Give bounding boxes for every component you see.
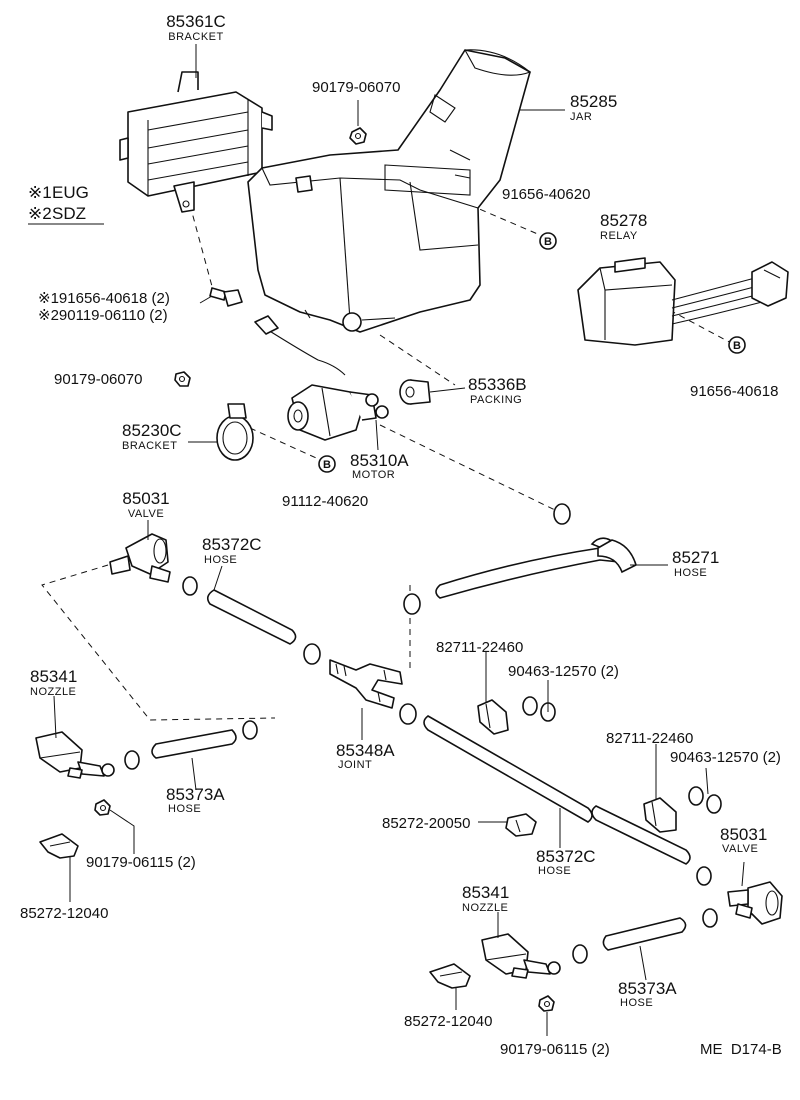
legend-mark-1: ※1 <box>28 183 52 202</box>
label-85336b-name: PACKING <box>470 394 522 406</box>
valve-85031-right[interactable] <box>696 866 783 928</box>
label-85341-right: 85341 <box>462 883 509 902</box>
clip-82711-a[interactable] <box>477 696 556 735</box>
label-85372c-right: 85372C <box>536 847 596 866</box>
label-85031-left-name: VALVE <box>128 508 164 520</box>
label-85031-right: 85031 <box>720 825 767 844</box>
label-bolt-jar: 91656-40620 <box>502 186 590 203</box>
svg-text:B: B <box>733 340 741 352</box>
label-85348a-name: JOINT <box>338 759 372 771</box>
label-clip-nozzle-left: 85272-12040 <box>20 905 108 922</box>
label-85278-name: RELAY <box>600 230 638 242</box>
label-clip-nozzle-right: 85272-12040 <box>404 1013 492 1030</box>
label-85278: 85278 <box>600 211 647 230</box>
nut-top[interactable] <box>349 100 367 145</box>
label-85285-name: JAR <box>570 111 592 123</box>
bolt-marker-jar: B <box>539 232 557 250</box>
label-85310a-name: MOTOR <box>352 469 395 481</box>
valve-85031-left[interactable] <box>109 533 171 583</box>
label-clamp-a: 90463-12570 (2) <box>508 663 619 680</box>
motor-85310a[interactable] <box>254 315 389 451</box>
label-85271-name: HOSE <box>674 567 707 579</box>
bracket-85230c[interactable] <box>216 403 254 461</box>
label-85285: 85285 <box>570 92 617 111</box>
legend-mark-2: ※2 <box>28 204 52 223</box>
svg-text:B: B <box>323 459 331 471</box>
label-clip-mid: 85272-20050 <box>382 815 470 832</box>
label-clamp-b: 90463-12570 (2) <box>670 749 781 766</box>
label-85341-left: 85341 <box>30 667 77 686</box>
label-nut-left: 90179-06070 <box>54 371 142 388</box>
label-85230c: 85230C <box>122 421 182 440</box>
label-85336b: 85336B <box>468 375 527 394</box>
label-85372c-right-name: HOSE <box>538 865 571 877</box>
clip-85272-20050[interactable] <box>478 813 537 837</box>
variant-legend: ※1 EUG ※2 SDZ <box>28 183 104 225</box>
label-85031-right-name: VALVE <box>722 843 758 855</box>
label-clip-b: 82711-22460 <box>606 730 693 747</box>
label-85230c-name: BRACKET <box>122 440 177 452</box>
svg-text:B: B <box>544 236 552 248</box>
nut-left[interactable] <box>174 371 191 387</box>
label-bolt-var1: ※191656-40618 (2) <box>38 290 170 307</box>
bolt-bracket[interactable] <box>209 287 243 307</box>
label-bolt-motor: 91112-40620 <box>282 493 368 510</box>
label-nut-nozzle-left: 90179-06115 (2) <box>86 854 196 871</box>
packing-85336b[interactable] <box>399 379 431 405</box>
nut-nozzle-left[interactable] <box>94 799 135 854</box>
label-85271: 85271 <box>672 548 719 567</box>
label-85361c: 85361C <box>166 12 226 31</box>
clamp-set-upper[interactable] <box>182 503 571 665</box>
relay-85278[interactable] <box>577 257 789 346</box>
label-85310a: 85310A <box>350 451 409 470</box>
label-85031-left: 85031 <box>122 489 169 508</box>
legend-text-2: SDZ <box>52 204 86 223</box>
label-85373a-right: 85373A <box>618 979 677 998</box>
bracket-85361c[interactable] <box>119 71 273 213</box>
hose-85372c-right[interactable] <box>399 703 691 865</box>
label-clip-a: 82711-22460 <box>436 639 523 656</box>
clip-82711-b[interactable] <box>643 786 722 833</box>
part-labels: 85361C BRACKET 90179-06070 85285 JAR 916… <box>20 12 782 1058</box>
label-85373a-left-name: HOSE <box>168 803 201 815</box>
joint-85348a[interactable] <box>329 659 403 709</box>
label-85373a-right-name: HOSE <box>620 997 653 1009</box>
hose-85372c-left[interactable] <box>206 589 297 645</box>
label-85348a: 85348A <box>336 741 395 760</box>
clip-nozzle-right[interactable] <box>429 963 471 1010</box>
diagram-code: ME D174-B <box>700 1041 782 1058</box>
label-85372c-left: 85372C <box>202 535 262 554</box>
bolt-marker-motor: B <box>318 455 336 473</box>
bolt-marker-relay: B <box>728 336 746 354</box>
nozzle-85341-right[interactable] <box>481 933 588 979</box>
label-bolt-var2: ※290119-06110 (2) <box>38 307 168 324</box>
label-85341-right-name: NOZZLE <box>462 902 508 914</box>
nozzle-85341-left[interactable] <box>35 731 115 779</box>
hose-85373a-left[interactable] <box>124 720 258 770</box>
hose-85271[interactable] <box>435 537 637 599</box>
label-nut-top: 90179-06070 <box>312 79 400 96</box>
leader-lines <box>53 44 745 981</box>
legend-text-1: EUG <box>52 183 89 202</box>
label-bolt-relay: 91656-40618 <box>690 383 778 400</box>
hose-85373a-right[interactable] <box>602 917 687 951</box>
label-85341-left-name: NOZZLE <box>30 686 76 698</box>
label-nut-nozzle-right: 90179-06115 (2) <box>500 1041 610 1058</box>
label-85372c-left-name: HOSE <box>204 554 237 566</box>
label-85361c-name: BRACKET <box>168 31 223 43</box>
jar-85285[interactable] <box>247 49 532 333</box>
clip-nozzle-left[interactable] <box>39 833 79 902</box>
label-85373a-left: 85373A <box>166 785 225 804</box>
nut-nozzle-right[interactable] <box>538 995 555 1036</box>
